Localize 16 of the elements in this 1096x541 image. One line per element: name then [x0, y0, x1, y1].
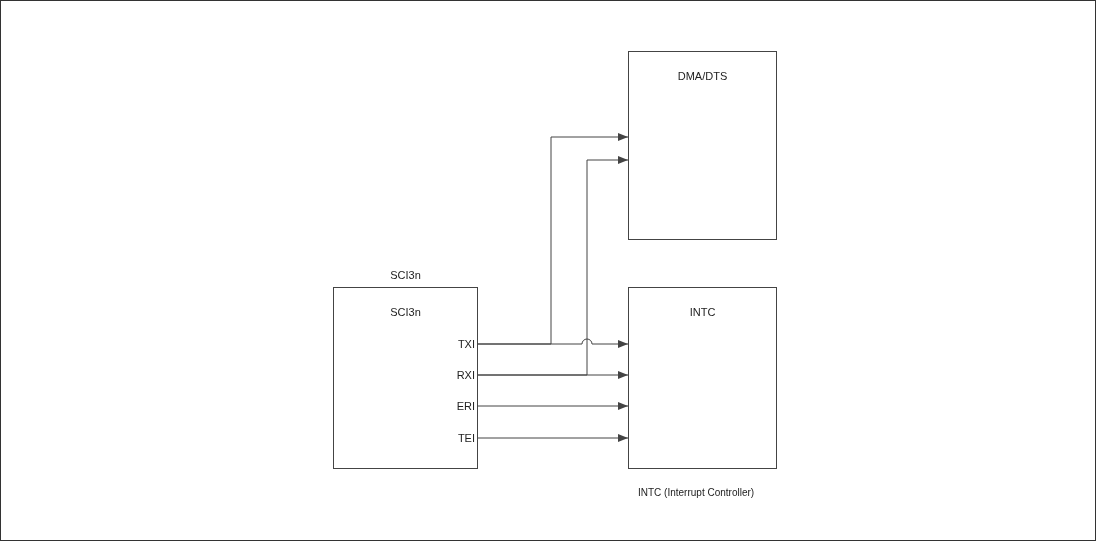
- port-label: TEI: [433, 430, 477, 446]
- block-caption: INTC (Interrupt Controller): [638, 486, 755, 500]
- port-label: TXI: [433, 336, 477, 352]
- block-label: DMA/DTS: [676, 69, 729, 84]
- signal-arrow: [477, 402, 629, 410]
- block-title: SCI3n: [389, 268, 422, 283]
- signal-arrow: [477, 371, 629, 379]
- block-box: [628, 287, 777, 469]
- block-label: INTC: [688, 305, 717, 320]
- block-label: SCI3n: [389, 305, 422, 320]
- signal-arrow: [477, 434, 629, 442]
- block-box: [333, 287, 478, 469]
- port-label: RXI: [433, 367, 477, 383]
- block-box: [628, 51, 777, 240]
- port-label: ERI: [433, 398, 477, 414]
- signal-arrow: [477, 338, 629, 348]
